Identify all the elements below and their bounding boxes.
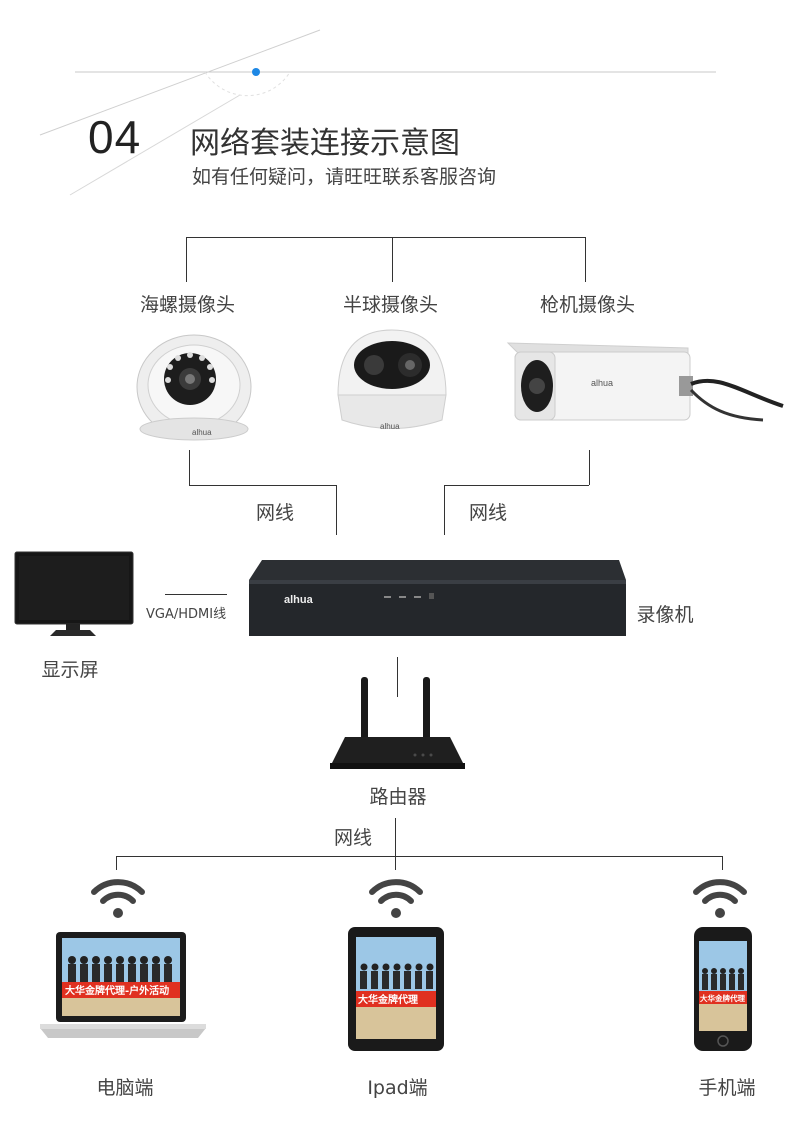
phone-icon: 大华金牌代理 (694, 927, 752, 1051)
router-label: 路由器 (369, 786, 427, 808)
nvr-icon: alhua (249, 560, 626, 636)
router-icon (330, 677, 465, 769)
camera-bracket-mid (392, 237, 393, 282)
tablet-icon: 大华金牌代理 (348, 927, 444, 1051)
section-number: 04 (88, 111, 142, 163)
client-bracket-right (722, 856, 723, 870)
accent-dot (252, 68, 260, 76)
cable-right-to-nvr (444, 485, 445, 535)
client-bracket-left (116, 856, 117, 870)
camera-label-dome: 海螺摄像头 (139, 294, 235, 316)
camera-bracket-right (585, 237, 586, 282)
client-label-phone: 手机端 (698, 1077, 756, 1099)
router-drop-line (395, 818, 396, 866)
bullet-camera-icon: alhua (506, 342, 784, 422)
hemisphere-camera-icon: alhua (337, 329, 447, 431)
camera-brand-bullet: alhua (591, 378, 613, 388)
router-cable-label: 网线 (333, 827, 372, 849)
wifi-icon (91, 879, 145, 918)
nvr-brand: alhua (284, 594, 314, 606)
vga-cable-line (165, 594, 227, 595)
phone-screen-banner: 大华金牌代理 (700, 993, 745, 1003)
cable-label-left: 网线 (255, 502, 294, 524)
dome-camera-icon: alhua (136, 334, 252, 441)
camera-brand-hemisphere: alhua (380, 422, 400, 431)
page-title: 网络套装连接示意图 (190, 126, 460, 161)
camera-label-bullet: 枪机摄像头 (539, 294, 635, 316)
cable-label-right: 网线 (468, 502, 507, 524)
nvr-router-line (397, 657, 398, 697)
camera-brand-dome: alhua (192, 428, 212, 437)
laptop-icon: 大华金牌代理-户外活动 (40, 932, 206, 1038)
monitor-icon (14, 551, 134, 636)
nvr-label: 录像机 (636, 604, 694, 626)
camera-bracket-line (186, 237, 585, 238)
page-subtitle: 如有任何疑问，请旺旺联系客服咨询 (192, 166, 497, 188)
laptop-screen-banner: 大华金牌代理-户外活动 (65, 984, 169, 997)
cable-left-to-nvr (336, 485, 337, 535)
client-label-tablet: Ipad端 (367, 1077, 428, 1099)
camera-label-hemisphere: 半球摄像头 (342, 294, 438, 316)
cable-left-horizontal (189, 485, 336, 486)
cable-right-horizontal (444, 485, 589, 486)
client-label-laptop: 电脑端 (96, 1077, 154, 1099)
cable-right-drop (589, 450, 590, 485)
camera-bracket-left (186, 237, 187, 282)
monitor-label: 显示屏 (41, 659, 99, 681)
client-bracket-mid (395, 856, 396, 870)
header-decoration (39, 29, 716, 196)
wifi-icon (369, 879, 423, 918)
cable-left-drop (189, 450, 190, 485)
wifi-icon (693, 879, 747, 918)
vga-cable-label: VGA/HDMI线 (146, 607, 227, 622)
client-bracket-line (116, 856, 722, 857)
tablet-screen-banner: 大华金牌代理 (358, 993, 418, 1006)
